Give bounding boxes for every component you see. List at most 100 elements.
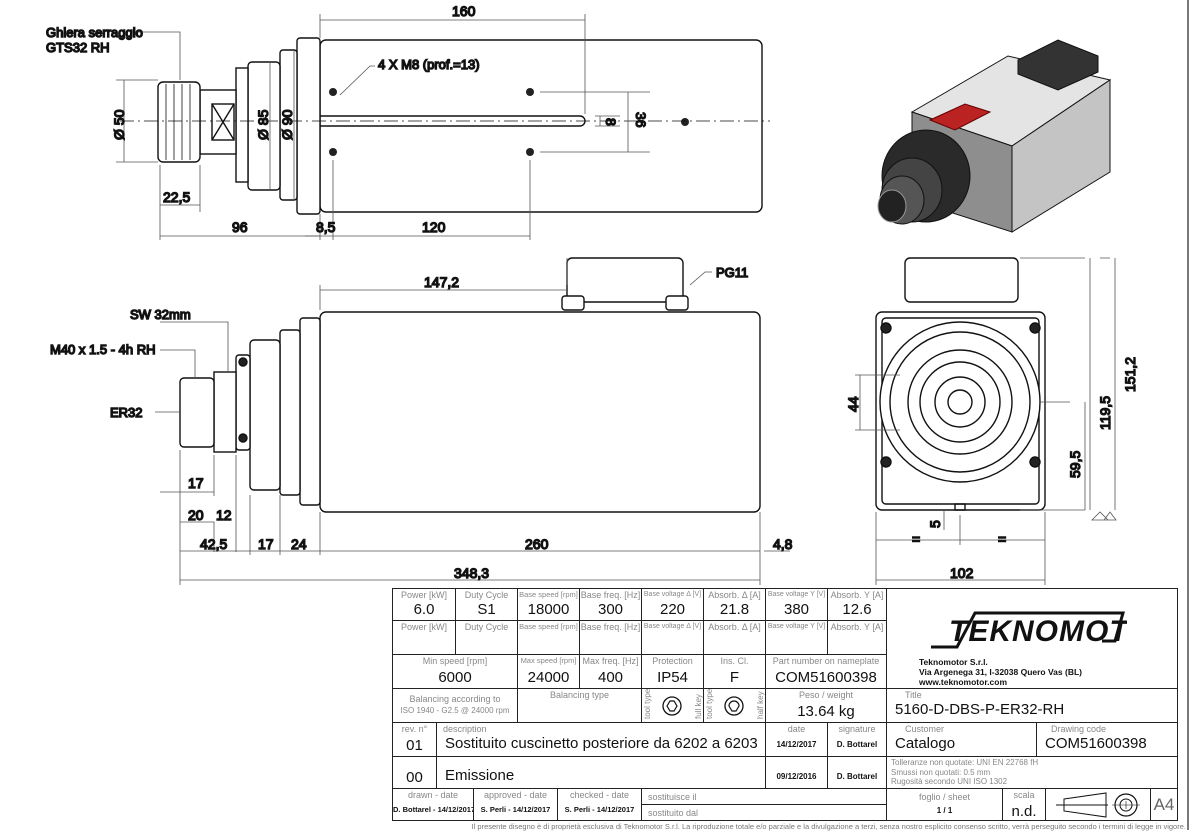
isometric-view	[877, 39, 1112, 233]
label: Base speed [rpm]	[519, 622, 578, 631]
value: 18000	[527, 601, 570, 618]
value: 14/12/2017	[776, 740, 817, 749]
dim-17a: 17	[188, 475, 204, 491]
dim-24: 24	[291, 536, 307, 552]
rev-number-00: 00	[392, 756, 437, 789]
spec-absorb-delta: Absorb. Δ [A]21.8	[703, 588, 766, 621]
weight: Peso / weight 13.64 kg	[765, 688, 887, 723]
value: 1 / 1	[936, 806, 953, 815]
dim-348-3: 348,3	[454, 565, 489, 581]
label: ISO 1940 - G2.5 @ 24000 rpm	[400, 706, 510, 715]
chamfer-line: Smussi non quotati: 0.5 mm	[891, 767, 991, 777]
value: 6.0	[413, 601, 435, 618]
label: Base voltage Y [V]	[767, 623, 826, 630]
dim-8-5: 8,5	[316, 219, 336, 235]
dim-96: 96	[232, 219, 248, 235]
tool-type-half-key: tool type half key	[703, 688, 766, 723]
replaced-by: sostituito dal	[641, 804, 887, 821]
spec2-power: Power [kW]	[392, 620, 456, 655]
paper-format: A4	[1150, 788, 1178, 821]
label: drawn - date	[407, 790, 459, 800]
label: Base voltage Y [V]	[767, 591, 826, 598]
full-key-icon	[662, 696, 682, 716]
dim-4-8: 4,8	[773, 536, 793, 552]
label: Part number on nameplate	[772, 656, 880, 666]
value: S1	[477, 601, 496, 618]
replaces: sostituisce il	[641, 788, 887, 805]
label: Base freq. [Hz]	[580, 590, 641, 600]
value: 24000	[527, 669, 570, 686]
value: D. Bottarel	[836, 740, 878, 749]
value: 6000	[438, 669, 472, 686]
label: checked - date	[569, 790, 630, 800]
company-website[interactable]: www.teknomotor.com	[919, 677, 1008, 687]
label: scala	[1013, 790, 1035, 800]
value: 400	[597, 669, 624, 686]
ghiera-callout-1: Ghiera serraggio	[46, 25, 143, 40]
label: Base speed [rpm]	[519, 590, 578, 599]
balancing-standard: Balancing according to ISO 1940 - G2.5 @…	[392, 688, 518, 723]
holes-callout: 4 X M8 (prof.=13)	[378, 57, 480, 72]
rev-description-00: Emissione	[436, 756, 766, 789]
spec-base-voltage-delta: Base voltage Δ [V]220	[641, 588, 704, 621]
rev-number-01: rev. n°01	[392, 722, 437, 757]
spec-base-voltage-y: Base voltage Y [V] 380	[765, 588, 828, 621]
spec-base-freq: Base freq. [Hz]300	[579, 588, 642, 621]
pg11-callout: PG11	[716, 265, 748, 280]
company-address: Via Argenega 31, I-32038 Quero Vas (BL)	[919, 667, 1082, 677]
value: 21.8	[719, 601, 750, 618]
dim-44: 44	[845, 396, 861, 412]
teknomotor-logo: TEKNOMOTOR	[931, 611, 1127, 649]
value: Emissione	[445, 767, 515, 784]
label: Power [kW]	[400, 590, 447, 600]
value: 220	[659, 601, 686, 618]
spec2-base-voltage-delta: Base voltage Δ [V]	[641, 620, 704, 655]
dim-5: 5	[927, 520, 943, 528]
dim-22-5: 22,5	[163, 189, 190, 205]
dim-12: 12	[216, 507, 232, 523]
company-name: Teknomotor S.r.l.	[919, 657, 988, 667]
dim-59-5: 59,5	[1067, 451, 1083, 478]
value: 13.64 kg	[797, 703, 855, 720]
dim-119-5: 119,5	[1097, 396, 1113, 430]
label: full key	[694, 694, 703, 719]
label: Drawing code	[1051, 724, 1107, 734]
balancing-type: Balancing type	[517, 688, 642, 723]
label: tool type	[705, 688, 714, 719]
dim-260: 260	[525, 536, 549, 552]
top-view: 160 Ø 50 Ø 85 Ø 90 8 36 22,5 96 8,5 120 …	[45, 2, 770, 240]
copyright-footer: Il presente disegno è di proprietà esclu…	[471, 822, 1186, 831]
value: Sostituito cuscinetto posteriore da 6202…	[445, 735, 758, 752]
dim-diameter-85: Ø 85	[255, 109, 271, 140]
dim-8: 8	[603, 118, 619, 126]
dim-equal-2: =	[998, 531, 1006, 547]
label: Title	[905, 690, 922, 700]
label: tool type	[643, 688, 652, 719]
label: Ins. Cl.	[720, 656, 749, 666]
label: Max speed [rpm]	[520, 656, 577, 665]
spec-max-speed: Max speed [rpm] 24000	[517, 654, 580, 689]
value: F	[729, 669, 740, 686]
value: 380	[783, 601, 810, 618]
label: Absorb. Y [A]	[830, 590, 884, 600]
half-key-icon	[724, 696, 744, 716]
value: 300	[597, 601, 624, 618]
spec-max-freq: Max freq. [Hz]400	[579, 654, 642, 689]
dim-147-2: 147,2	[424, 274, 459, 290]
label: Peso / weight	[798, 690, 854, 700]
dim-20: 20	[188, 507, 204, 523]
value: 12.6	[842, 601, 872, 618]
company-block: TEKNOMOTOR Teknomotor S.r.l. Via Argeneg…	[886, 588, 1178, 689]
value: IP54	[657, 669, 688, 686]
spec2-base-freq: Base freq. [Hz]	[579, 620, 642, 655]
dim-equal-1: =	[912, 531, 920, 547]
label: Base voltage Δ [V]	[643, 623, 702, 630]
spec-absorb-y: Absorb. Y [A]12.6	[827, 588, 887, 621]
